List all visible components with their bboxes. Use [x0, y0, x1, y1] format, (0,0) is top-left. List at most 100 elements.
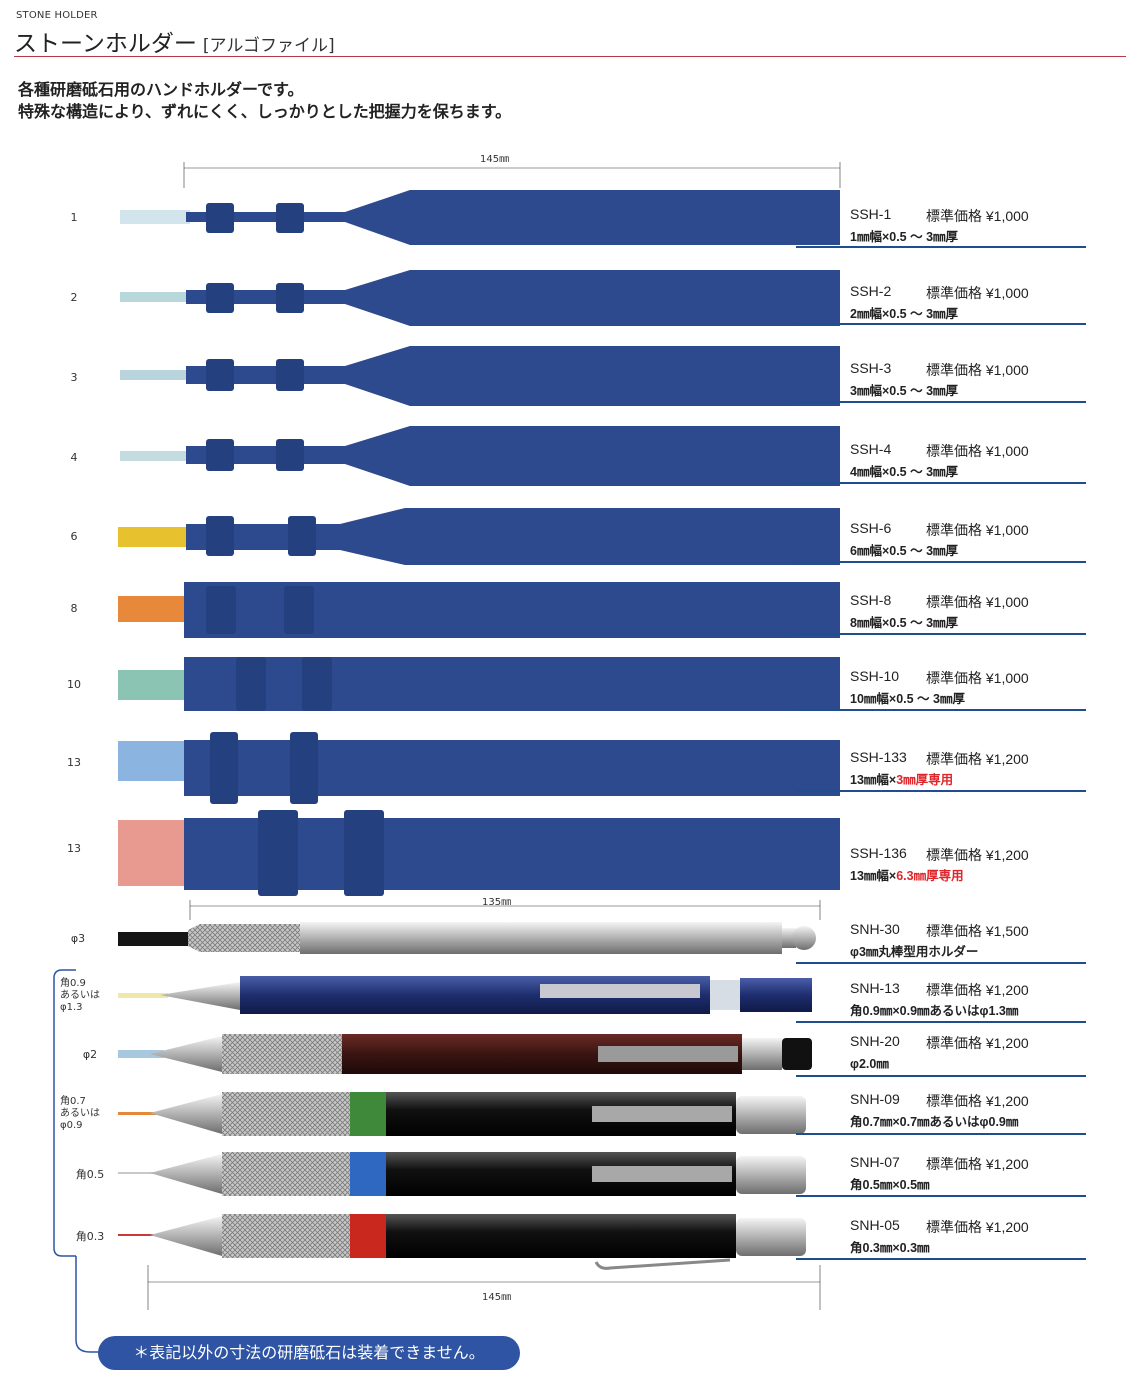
product-spec: 8㎜幅×0.5 ～ 3㎜厚	[850, 616, 959, 630]
product-price: 標準価格 ¥1,200	[926, 1035, 1029, 1051]
product-divider	[796, 962, 1086, 964]
product-spec: 角0.5㎜×0.5㎜	[850, 1178, 930, 1192]
holder-snh-30	[118, 922, 816, 954]
holder-snh-09	[118, 1092, 806, 1136]
bracket	[53, 969, 76, 1257]
dimension-label-middle: 135㎜	[482, 897, 512, 908]
product-code: SSH-8	[850, 592, 892, 608]
product-price: 標準価格 ¥1,000	[926, 208, 1029, 224]
holder-ssh-6	[118, 508, 840, 565]
product-price: 標準価格 ¥1,200	[926, 982, 1029, 998]
product-code: SSH-136	[850, 845, 907, 861]
product-divider	[796, 1258, 1086, 1260]
holder-ssh-133	[118, 732, 840, 804]
product-code: SSH-1	[850, 206, 892, 222]
row-label: 10	[67, 678, 81, 691]
holder-ssh-3	[120, 346, 840, 406]
product-price: 標準価格 ¥1,200	[926, 1219, 1029, 1235]
product-spec: 3㎜幅×0.5 ～ 3㎜厚	[850, 384, 959, 398]
product-spec: φ2.0㎜	[850, 1057, 889, 1071]
row-label: 1	[70, 211, 78, 224]
row-label: 3	[70, 371, 78, 384]
product-spec-highlight: 3㎜厚専用	[896, 773, 954, 787]
product-info-snh-20: SNH-20 標準価格 ¥1,200 φ2.0㎜	[850, 1033, 1086, 1071]
product-spec: 2㎜幅×0.5 ～ 3㎜厚	[850, 307, 959, 321]
label-line: φ1.3	[60, 1002, 83, 1013]
product-info-ssh-6: SSH-6 標準価格 ¥1,000 6㎜幅×0.5 ～ 3㎜厚	[850, 520, 1086, 558]
holder-snh-13	[118, 976, 812, 1014]
product-code: SSH-3	[850, 360, 892, 376]
intro-line-1: 各種研磨砥石用のハンドホルダーです。	[18, 80, 304, 99]
product-spec: 角0.3㎜×0.3㎜	[850, 1241, 930, 1255]
title-rule	[14, 56, 1126, 57]
product-price: 標準価格 ¥1,000	[926, 522, 1029, 538]
product-divider	[796, 246, 1086, 248]
row-label-snh13: 角0.9 あるいは φ1.3	[60, 978, 100, 1014]
eyebrow-label: STONE HOLDER	[16, 10, 98, 21]
title-subtitle: [アルゴファイル]	[202, 36, 335, 56]
row-label: 2	[70, 291, 78, 304]
row-label-snh05: 角0.3	[75, 1230, 105, 1243]
product-code: SSH-6	[850, 520, 892, 536]
row-label: φ3	[70, 932, 86, 945]
product-code: SNH-30	[850, 921, 900, 937]
row-label-snh07: 角0.5	[75, 1168, 105, 1181]
product-code: SNH-05	[850, 1217, 900, 1233]
holder-ssh-10	[118, 657, 840, 711]
holder-ssh-8	[118, 582, 840, 638]
product-code: SNH-07	[850, 1154, 900, 1170]
product-code: SSH-2	[850, 283, 892, 299]
product-info-ssh-3: SSH-3 標準価格 ¥1,000 3㎜幅×0.5 ～ 3㎜厚	[850, 360, 1086, 398]
product-divider	[796, 1021, 1086, 1023]
row-label: 4	[70, 451, 78, 464]
product-price: 標準価格 ¥1,200	[926, 751, 1029, 767]
label-line: あるいは	[60, 1108, 100, 1119]
dimension-label-bottom: 145㎜	[482, 1292, 512, 1303]
holder-snh-20	[118, 1034, 812, 1074]
page-title: ストーンホルダー[アルゴファイル]	[14, 24, 335, 58]
product-spec: 角0.9㎜×0.9㎜あるいはφ1.3㎜	[850, 1004, 1019, 1018]
product-info-snh-13: SNH-13 標準価格 ¥1,200 角0.9㎜×0.9㎜あるいはφ1.3㎜	[850, 980, 1086, 1018]
row-label: 13	[67, 756, 81, 769]
product-spec: 6㎜幅×0.5 ～ 3㎜厚	[850, 544, 959, 558]
product-code: SNH-13	[850, 980, 900, 996]
holder-snh-07	[118, 1152, 806, 1196]
product-spec: 13㎜幅×	[850, 773, 897, 787]
label-line: φ0.9	[60, 1120, 83, 1131]
product-divider	[796, 1075, 1086, 1077]
title-text: ストーンホルダー	[14, 31, 197, 57]
product-code: SNH-20	[850, 1033, 900, 1049]
product-price: 標準価格 ¥1,000	[926, 362, 1029, 378]
product-price: 標準価格 ¥1,000	[926, 443, 1029, 459]
row-label-snh20: φ2	[82, 1048, 98, 1061]
label-line: あるいは	[60, 990, 100, 1001]
dimension-label-top: 145㎜	[480, 154, 510, 165]
product-divider	[796, 482, 1086, 484]
product-info-snh-05: SNH-05 標準価格 ¥1,200 角0.3㎜×0.3㎜	[850, 1217, 1086, 1255]
product-info-ssh-2: SSH-2 標準価格 ¥1,000 2㎜幅×0.5 ～ 3㎜厚	[850, 283, 1086, 321]
holder-ssh-4	[120, 426, 840, 486]
label-line: 角0.9	[60, 978, 86, 989]
product-divider	[796, 790, 1086, 792]
holder-ssh-136	[118, 810, 840, 896]
row-label-snh09: 角0.7 あるいは φ0.9	[60, 1096, 100, 1132]
product-spec: φ3㎜丸棒型用ホルダー	[850, 945, 979, 959]
product-code: SNH-09	[850, 1091, 900, 1107]
holder-ssh-1	[120, 190, 840, 245]
product-spec: 1㎜幅×0.5 ～ 3㎜厚	[850, 230, 959, 244]
product-divider	[796, 561, 1086, 563]
product-price: 標準価格 ¥1,000	[926, 285, 1029, 301]
product-price: 標準価格 ¥1,000	[926, 670, 1029, 686]
product-spec-highlight: 6.3㎜厚専用	[896, 869, 964, 883]
row-label: 6	[70, 530, 78, 543]
product-info-ssh-1: SSH-1 標準価格 ¥1,000 1㎜幅×0.5 ～ 3㎜厚	[850, 206, 1086, 244]
